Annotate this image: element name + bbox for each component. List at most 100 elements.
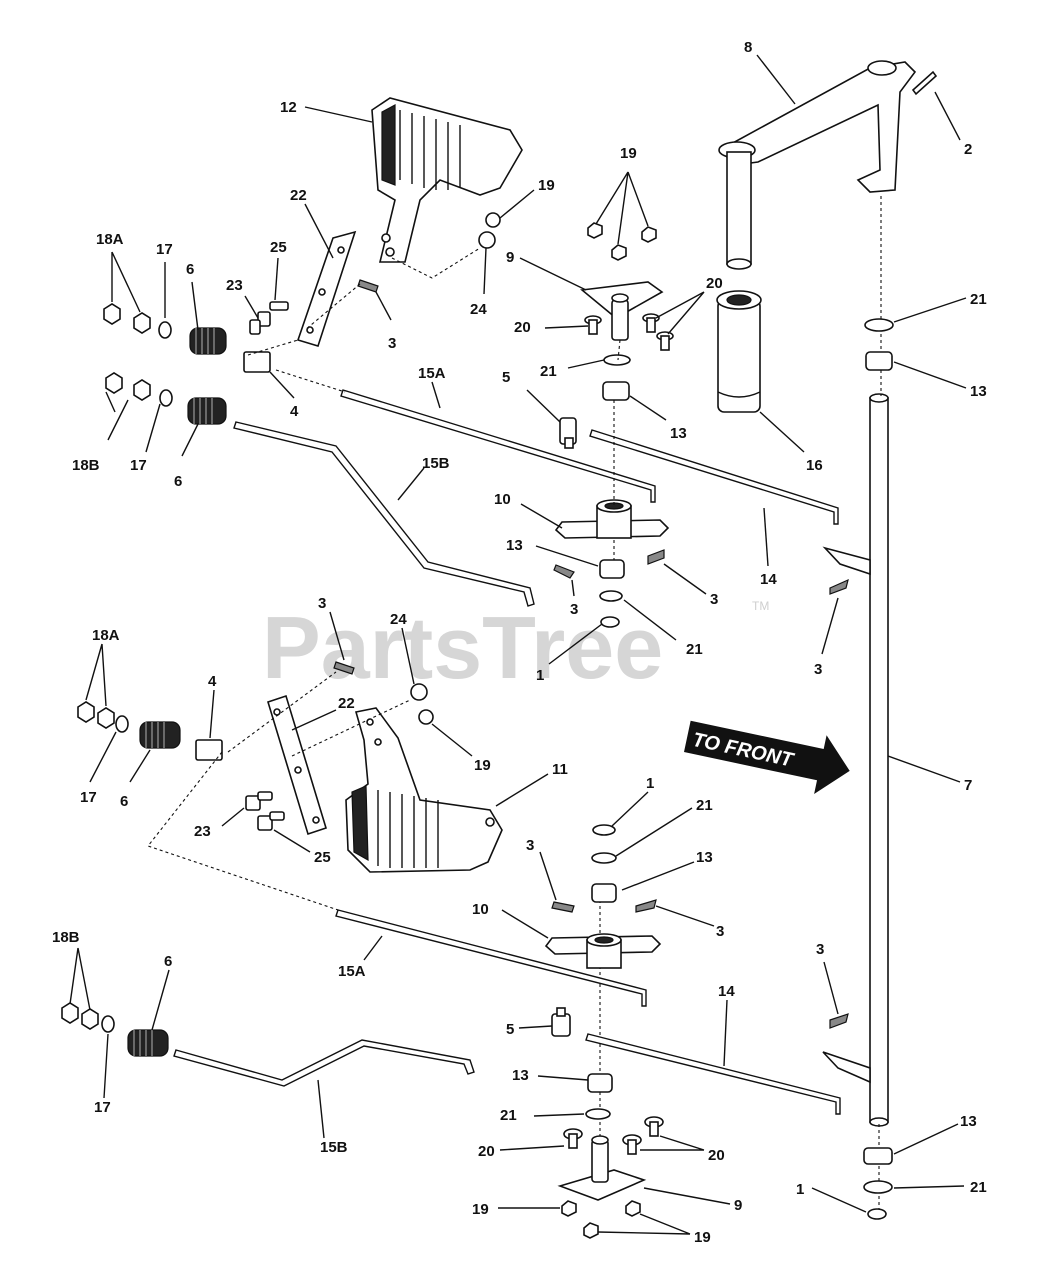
bushing-13-right-bottom <box>863 1147 893 1165</box>
callout-3-upper-a: 3 <box>388 335 396 352</box>
callout-13-middle: 13 <box>506 537 523 554</box>
callout-2: 2 <box>964 141 972 158</box>
callout-25-upper: 25 <box>270 239 287 256</box>
cotter-3-upper-b <box>553 564 575 579</box>
washer-21-lower <box>591 852 617 864</box>
callout-14-upper: 14 <box>760 571 777 588</box>
cotter-3-lower-c <box>635 899 657 913</box>
callout-23-lower: 23 <box>194 823 211 840</box>
part-5-fitting-upper <box>559 417 577 449</box>
callout-4-upper: 4 <box>290 403 299 420</box>
callout-1-lower: 1 <box>646 775 654 792</box>
callout-5-upper: 5 <box>502 369 510 386</box>
part-5-fitting-lower <box>551 1007 571 1037</box>
callout-20-upper-left: 20 <box>514 319 531 336</box>
nut-24-upper <box>478 231 496 249</box>
callout-19-upper-left: 19 <box>538 177 555 194</box>
nut-24-lower <box>410 683 428 701</box>
cotter-3-upper-a <box>357 279 379 293</box>
callout-25-lower: 25 <box>314 849 331 866</box>
callout-21-upper: 21 <box>540 363 557 380</box>
washer-21-middle <box>599 590 623 602</box>
bushing-13-bottom <box>587 1073 613 1093</box>
cotter-3-lower-d <box>829 1013 849 1029</box>
callout-23-upper: 23 <box>226 277 243 294</box>
callout-21-right-top: 21 <box>970 291 987 308</box>
callout-5-lower: 5 <box>506 1021 514 1038</box>
callout-21-lower: 21 <box>696 797 713 814</box>
shaft-bracket-upper <box>822 546 871 576</box>
callout-17-upper-b: 17 <box>130 457 147 474</box>
callout-21-right-bottom: 21 <box>970 1179 987 1196</box>
callout-6-lower-a: 6 <box>120 793 128 810</box>
nut-19-lower-left <box>418 709 434 725</box>
callout-6-upper-a: 6 <box>186 261 194 278</box>
nut-18A-upper-b <box>133 312 151 334</box>
callout-13-lower: 13 <box>696 849 713 866</box>
nut-18B-lower-a <box>61 1002 79 1024</box>
callout-10-upper: 10 <box>494 491 511 508</box>
spring-6-upper-b <box>187 397 227 425</box>
callout-13-right-top: 13 <box>970 383 987 400</box>
washer-17-lower-a <box>115 715 129 733</box>
nut-18B-upper-a <box>105 372 123 394</box>
callout-19-bottom-right: 19 <box>694 1229 711 1246</box>
part-20-bolts-upper <box>584 313 674 351</box>
washer-21-right-bottom <box>863 1180 893 1194</box>
nut-18B-lower-b <box>81 1008 99 1030</box>
bushing-13-right-top <box>865 351 893 371</box>
callout-4-lower: 4 <box>208 673 217 690</box>
callout-14-lower: 14 <box>718 983 735 1000</box>
callout-17-lower-a: 17 <box>80 789 97 806</box>
washer-17-upper-b <box>159 389 173 407</box>
callout-15A-lower: 15A <box>338 963 366 980</box>
callout-18B-upper: 18B <box>72 457 100 474</box>
part-22-plate-upper <box>296 230 357 347</box>
callout-9-lower: 9 <box>734 1197 742 1214</box>
spring-6-lower-a <box>139 721 181 749</box>
callout-24-lower: 24 <box>390 611 407 628</box>
callout-16: 16 <box>806 457 823 474</box>
callout-20-lower-right: 20 <box>708 1147 725 1164</box>
cotter-3-lower-b <box>551 901 575 913</box>
part-12-shock-upper <box>371 97 523 263</box>
nut-19-upper-left <box>485 212 501 228</box>
callout-21-middle: 21 <box>686 641 703 658</box>
part-15B-rod-upper <box>233 421 535 607</box>
callout-6-lower-b: 6 <box>164 953 172 970</box>
spring-6-upper-a <box>189 327 227 355</box>
callout-17-lower-b: 17 <box>94 1099 111 1116</box>
watermark-trademark: TM <box>752 599 769 613</box>
washer-17-upper-a <box>158 321 172 339</box>
callout-11: 11 <box>552 761 568 778</box>
ring-1-middle <box>600 616 620 628</box>
part-4-block-upper <box>243 351 271 373</box>
callout-9-upper: 9 <box>506 249 514 266</box>
callout-3-lower-c: 3 <box>716 923 724 940</box>
part-14-rod-lower <box>585 1033 841 1115</box>
leader-lines <box>69 54 967 1235</box>
callout-labels: 8 2 12 22 19 19 18A 17 6 25 23 24 9 20 2… <box>52 39 987 1246</box>
callout-19-lower: 19 <box>474 757 491 774</box>
part-23-25-bolts-lower <box>245 791 285 831</box>
nut-19-bottom-c <box>583 1222 599 1239</box>
part-7-shaft <box>869 196 889 1220</box>
part-15A-rod-lower <box>335 909 647 1007</box>
washer-17-lower-b <box>101 1015 115 1033</box>
part-9-plate-lower <box>557 1135 647 1201</box>
callout-15B-upper: 15B <box>422 455 450 472</box>
nut-18B-upper-b <box>133 379 151 401</box>
callout-3-upper-c: 3 <box>710 591 718 608</box>
part-8-arm <box>718 60 917 270</box>
callout-7: 7 <box>964 777 972 794</box>
callout-20-upper-right: 20 <box>706 275 723 292</box>
callout-3-upper-b: 3 <box>570 601 578 618</box>
nut-18A-upper-a <box>103 303 121 325</box>
callout-22-lower: 22 <box>338 695 355 712</box>
nut-18A-lower-b <box>97 707 115 729</box>
washer-21-bottom <box>585 1108 611 1120</box>
callout-17-upper-a: 17 <box>156 241 173 258</box>
callout-3-upper-d: 3 <box>814 661 822 678</box>
callout-18A-upper: 18A <box>96 231 124 248</box>
part-23-25-bolts-upper <box>249 301 289 335</box>
